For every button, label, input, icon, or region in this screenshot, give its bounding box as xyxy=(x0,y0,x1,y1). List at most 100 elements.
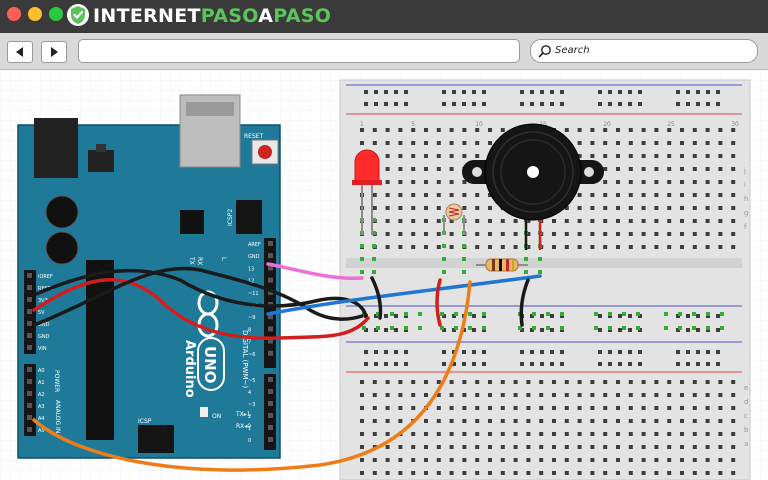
close-window-button[interactable] xyxy=(7,7,21,21)
breadboard-hole xyxy=(513,245,518,249)
breadboard-hole xyxy=(462,350,466,354)
address-bar[interactable] xyxy=(78,39,520,63)
breadboard-hole xyxy=(628,167,633,171)
breadboard-hole xyxy=(436,193,441,197)
breadboard-hole xyxy=(540,328,544,332)
breadboard-hole xyxy=(696,90,700,94)
breadboard-hole xyxy=(449,167,454,171)
breadboard-hole xyxy=(488,471,492,475)
wire-blue[interactable] xyxy=(266,274,542,316)
breadboard-hole xyxy=(552,445,556,449)
digital-pin-label: GND xyxy=(248,254,260,260)
breadboard-hole xyxy=(526,219,531,223)
forward-button[interactable] xyxy=(41,41,67,63)
breadboard-hole xyxy=(628,154,633,158)
breadboard-hole xyxy=(424,128,428,132)
breadboard-hole xyxy=(411,193,416,197)
wire-orange[interactable] xyxy=(32,280,472,472)
breadboard-hole xyxy=(552,419,556,423)
breadboard-hole xyxy=(475,393,480,397)
connected-hole xyxy=(390,326,394,330)
breadboard-hole xyxy=(436,154,441,158)
breadboard-hole xyxy=(475,458,480,462)
label-rxd: RX◂0 xyxy=(236,423,251,430)
breadboard-hole xyxy=(411,232,416,236)
breadboard-hole xyxy=(603,219,608,223)
breadboard-hole xyxy=(705,154,710,158)
column-number: 25 xyxy=(667,121,675,128)
breadboard-hole xyxy=(364,350,368,354)
breadboard-hole xyxy=(424,219,428,223)
minimize-window-button[interactable] xyxy=(28,7,42,21)
maximize-window-button[interactable] xyxy=(49,7,63,21)
breadboard-hole xyxy=(705,380,710,384)
breadboard-hole xyxy=(385,432,390,436)
breadboard-hole xyxy=(372,128,377,132)
dc-power-jack xyxy=(34,118,78,178)
breadboard-hole xyxy=(424,206,428,210)
breadboard-hole xyxy=(641,432,646,436)
breadboard-hole xyxy=(475,471,480,475)
breadboard-hole xyxy=(424,193,428,197)
breadboard-hole xyxy=(513,380,518,384)
breadboard-hole xyxy=(667,232,672,236)
wire-red-ldr[interactable] xyxy=(435,278,442,327)
breadboard-hole xyxy=(475,232,480,236)
breadboard-hole xyxy=(731,393,736,397)
breadboard-hole xyxy=(654,432,659,436)
breadboard-hole xyxy=(590,393,595,397)
analog-pin xyxy=(27,415,32,420)
breadboard-hole xyxy=(590,154,595,158)
breadboard-hole xyxy=(590,128,595,132)
piezo-buzzer[interactable] xyxy=(462,123,604,250)
connected-hole xyxy=(404,326,408,330)
breadboard-hole xyxy=(436,445,441,449)
breadboard-hole xyxy=(692,432,697,436)
resistor-band-4 xyxy=(512,259,514,271)
breadboard-hole xyxy=(398,419,403,423)
breadboard-hole xyxy=(705,406,710,410)
breadboard-hole xyxy=(696,314,700,318)
breadboard-hole xyxy=(360,141,364,145)
breadboard-hole xyxy=(404,362,408,366)
analog-pin xyxy=(27,367,32,372)
breadboard-hole xyxy=(564,432,569,436)
breadboard-hole xyxy=(590,471,595,475)
photoresistor[interactable] xyxy=(443,203,465,235)
breadboard-hole xyxy=(488,128,492,132)
breadboard-hole xyxy=(449,154,454,158)
breadboard-hole xyxy=(482,102,486,106)
red-led[interactable] xyxy=(352,149,382,235)
breadboard-hole xyxy=(404,90,408,94)
breadboard-hole xyxy=(462,362,466,366)
breadboard-hole xyxy=(462,419,467,423)
breadboard-hole xyxy=(718,219,723,223)
breadboard-hole xyxy=(540,350,544,354)
back-button[interactable] xyxy=(7,41,33,63)
wire-black-gnd[interactable] xyxy=(32,268,368,318)
row-letter: b xyxy=(744,426,749,434)
breadboard-hole xyxy=(692,219,697,223)
breadboard-hole xyxy=(692,154,697,158)
breadboard-hole xyxy=(705,471,710,475)
site-logo-text[interactable]: INTERNETPASOAPASO xyxy=(93,4,331,28)
digital-pin xyxy=(268,289,273,295)
breadboard-hole xyxy=(731,154,736,158)
triangle-right-icon xyxy=(51,47,58,57)
connected-hole xyxy=(418,326,422,330)
breadboard-hole xyxy=(411,432,416,436)
breadboard-hole xyxy=(424,471,428,475)
breadboard-hole xyxy=(552,432,556,436)
resistor[interactable] xyxy=(476,258,528,272)
breadboard-hole xyxy=(667,406,672,410)
breadboard-hole xyxy=(705,445,710,449)
wire-red-5v[interactable] xyxy=(32,278,370,340)
breadboard-hole xyxy=(449,193,454,197)
breadboard-hole xyxy=(372,406,377,410)
breadboard-hole xyxy=(436,432,441,436)
wire-pink[interactable] xyxy=(266,262,364,281)
wire-black-2[interactable] xyxy=(32,266,364,327)
wire-black-led[interactable] xyxy=(370,276,383,320)
search-input[interactable]: Search xyxy=(530,39,758,63)
wire-black-buzzer[interactable] xyxy=(519,278,530,327)
